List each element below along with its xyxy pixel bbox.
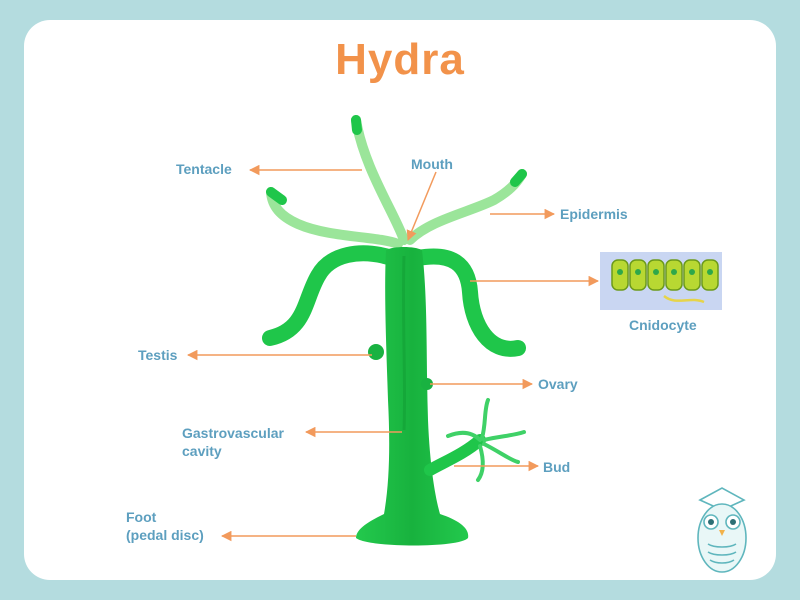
label-ovary: Ovary [538,376,578,392]
testis-bulge [368,344,384,360]
cnidocyte-illustration [600,252,722,310]
ovary-bulge [421,378,433,390]
tentacle-upper-left [266,187,403,249]
tentacle-arch-left [262,245,400,346]
tentacle-upper-right [405,169,527,245]
bud [424,398,526,482]
arrow-mouth [406,171,437,241]
label-tentacle: Tentacle [176,161,232,177]
upper-tentacles [266,115,527,249]
label-epidermis: Epidermis [560,206,628,222]
label-cnidocyte: Cnidocyte [629,317,697,333]
hydra-body [356,247,469,546]
tentacle-arch-right [410,248,526,357]
diagram-title: Hydra [335,35,465,84]
label-testis: Testis [138,347,178,363]
owl-mascot-icon [697,487,747,573]
label-mouth: Mouth [411,156,453,172]
label-gastrovascular-cavity: Gastrovascular cavity [182,425,284,459]
tentacle-upper-middle [351,115,409,245]
label-bud: Bud [543,459,571,475]
lower-tentacles [262,245,526,357]
body-column [356,247,469,546]
label-foot: Foot (pedal disc) [126,509,204,543]
label-arrows [186,164,600,542]
